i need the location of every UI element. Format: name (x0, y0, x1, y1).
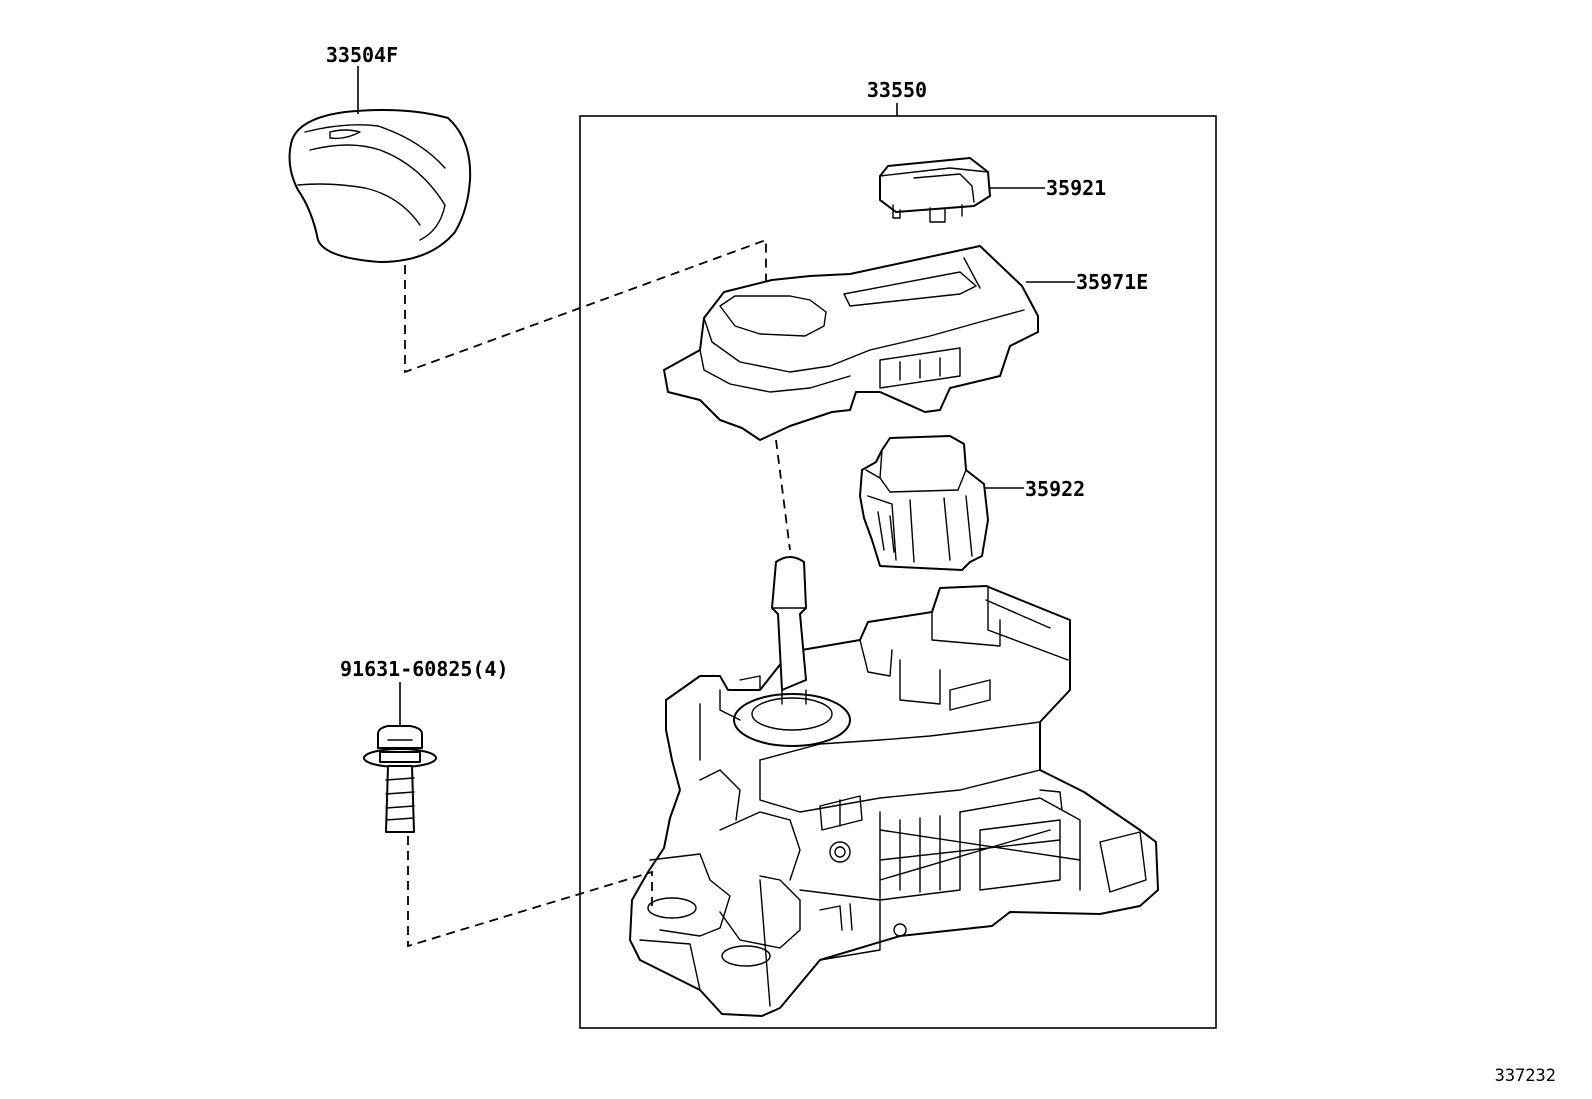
switch-35921 (879, 157, 991, 223)
housing-35971E (663, 245, 1039, 441)
shift-knob (288, 109, 472, 263)
assembly-frame (579, 115, 1217, 1029)
shift-lever-base (629, 556, 1159, 1017)
label-35971E: 35971E (1076, 270, 1148, 294)
label-35921: 35921 (1046, 176, 1106, 200)
housing-dashed-line (775, 439, 791, 551)
bolt (363, 725, 437, 833)
figure-number: 337232 (1495, 1066, 1556, 1086)
label-33504F: 33504F (326, 43, 398, 67)
switch-35922 (859, 435, 989, 571)
bolt-dashed-line (407, 836, 653, 948)
knob-dashed-line (404, 238, 767, 374)
label-bolt: 91631-60825(4) (340, 657, 509, 681)
label-35922: 35922 (1025, 477, 1085, 501)
label-33550: 33550 (867, 78, 927, 102)
